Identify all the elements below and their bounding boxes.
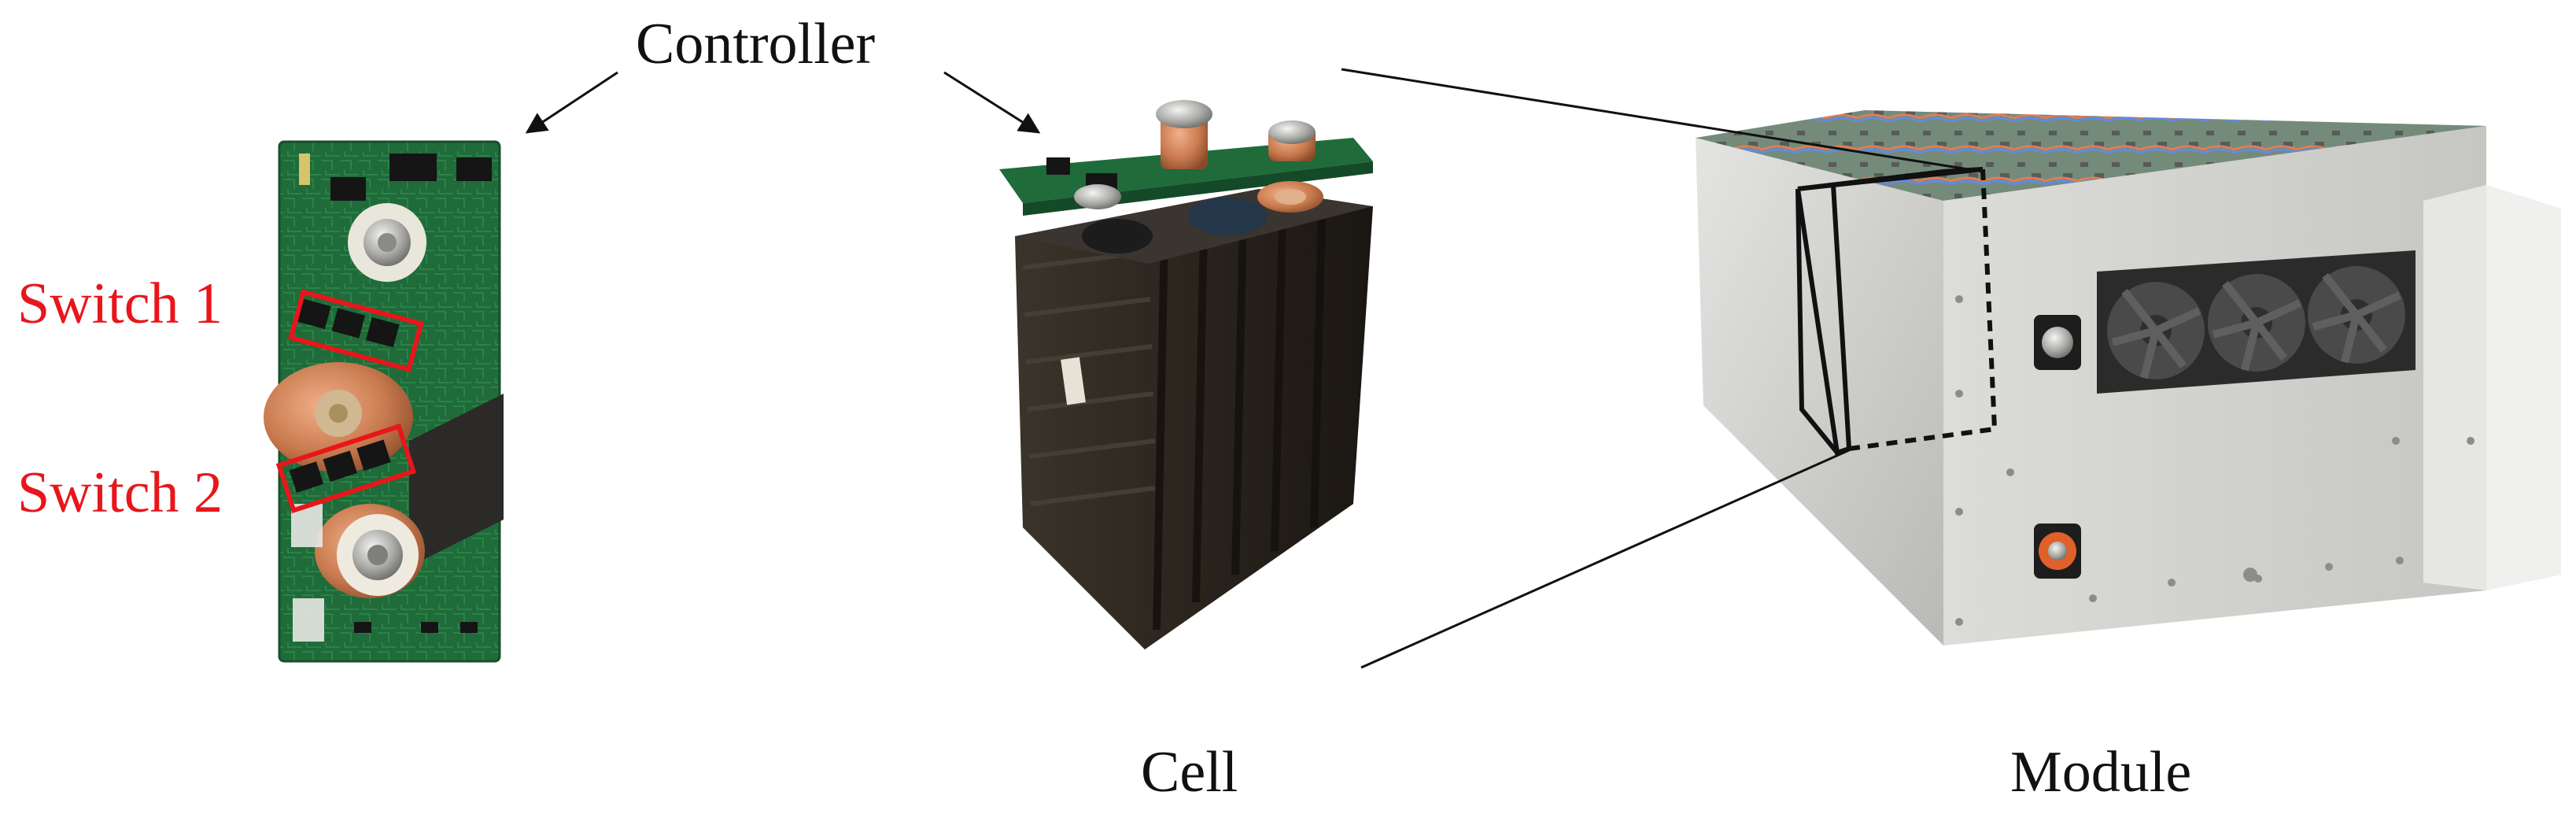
cell-image — [999, 100, 1373, 649]
module-image — [1696, 110, 2561, 646]
projection-line-top — [1341, 68, 1984, 173]
cell-outline-in-module — [1795, 167, 1997, 456]
controller-board-image — [264, 140, 504, 663]
switch-1-highlight-box — [288, 289, 424, 372]
switch-1-label: Switch 1 — [17, 272, 223, 336]
controller-arrow-left — [525, 71, 618, 134]
controller-label: Controller — [636, 12, 875, 76]
controller-arrow-right — [943, 71, 1041, 134]
cell-label: Cell — [1141, 740, 1238, 805]
switch-2-label: Switch 2 — [17, 461, 223, 525]
projection-line-bottom — [1360, 449, 1850, 669]
fan-icon — [2208, 274, 2305, 372]
switch-2-highlight-box — [275, 423, 417, 514]
fan-icon — [2308, 266, 2405, 364]
fan-icon — [2107, 282, 2205, 379]
module-label: Module — [2010, 740, 2191, 805]
